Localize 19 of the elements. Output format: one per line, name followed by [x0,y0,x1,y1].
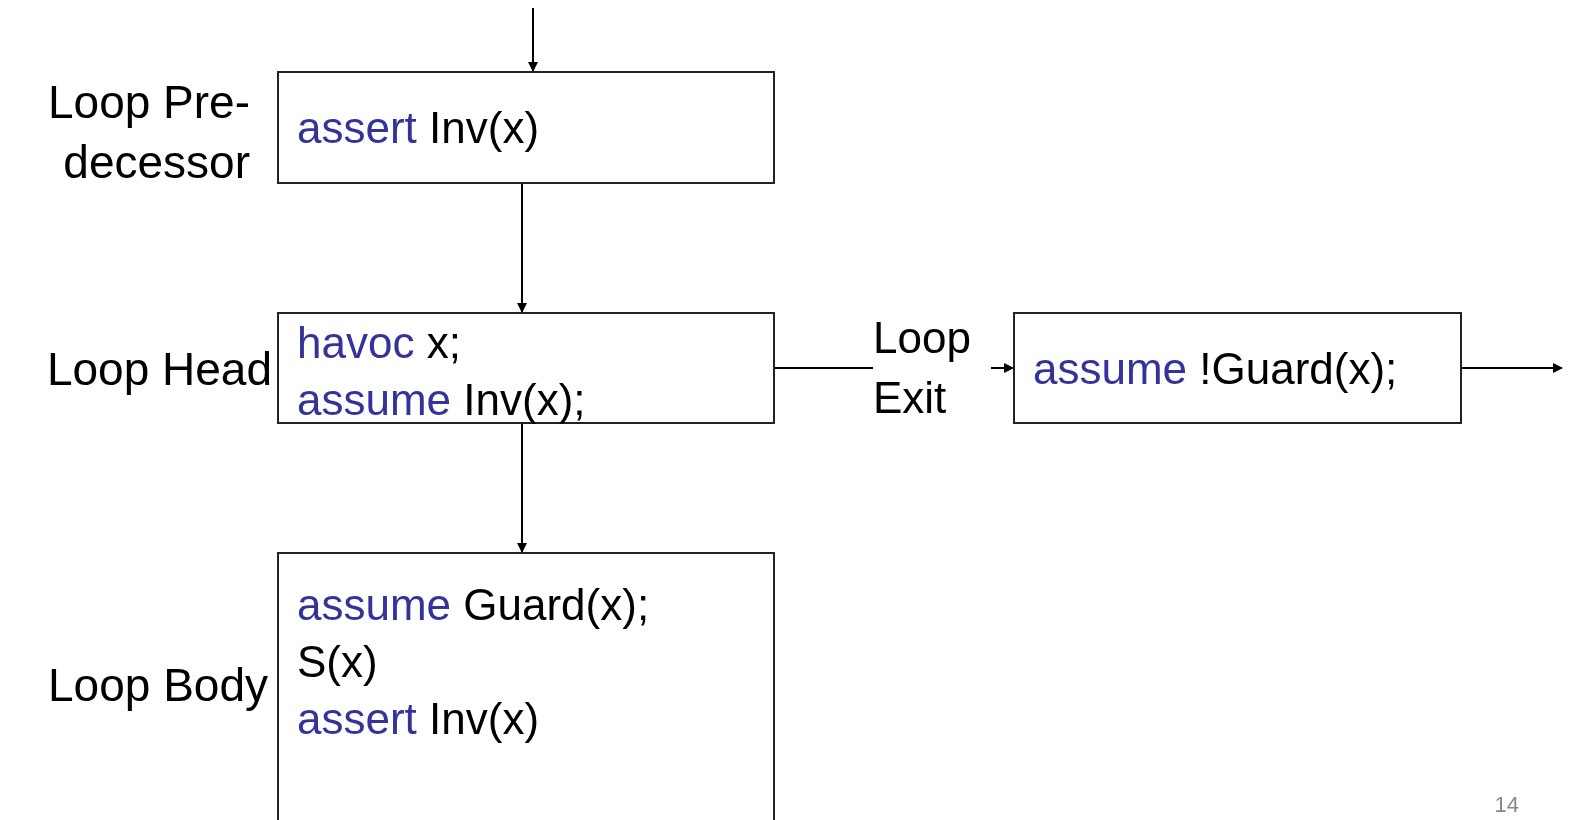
code-line: S(x) [297,636,379,688]
code-box [1013,312,1462,424]
side-label: Loop Body [47,658,268,713]
code-line: assume !Guard(x); [1033,342,1399,395]
page-number: 14 [1494,792,1519,818]
arrow [517,423,527,553]
code-line: assume Guard(x); [297,579,651,631]
code-line: havoc x; [297,317,462,369]
arrow [1461,363,1563,373]
code-line: assert Inv(x) [297,693,541,745]
code-line: assert Inv(x) [297,102,541,154]
side-label: Loop Pre- decessor [47,75,250,190]
side-label: Loop Head [45,342,272,397]
code-box [277,71,775,184]
code-box [277,312,775,424]
arrow [517,183,527,313]
code-line: assume Inv(x); [297,374,587,426]
arrow [528,7,538,72]
code-box [277,552,775,820]
